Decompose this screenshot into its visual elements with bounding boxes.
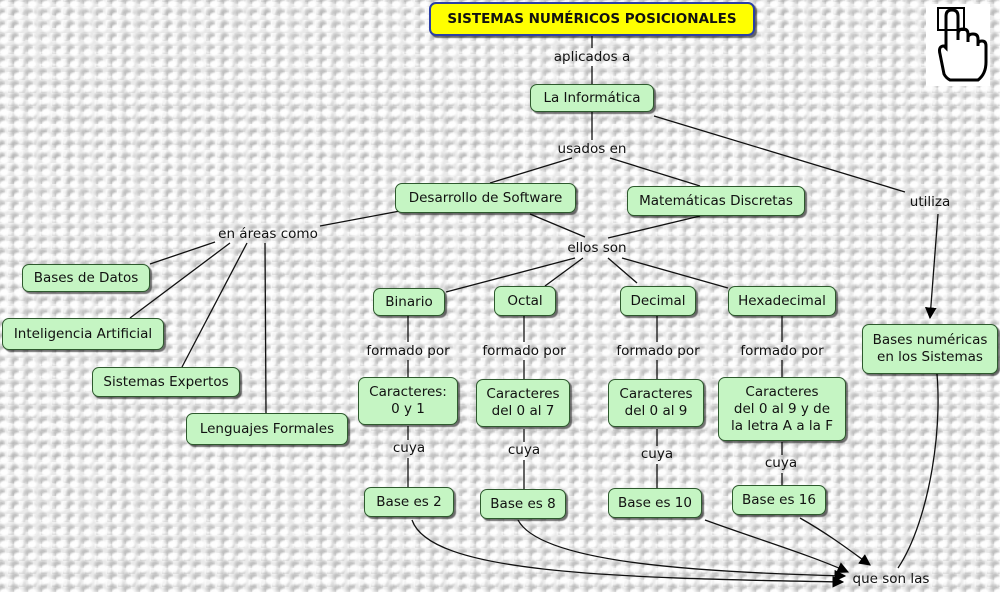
node-hexadecimal[interactable]: Hexadecimal	[728, 286, 836, 316]
link-formado-por-hexadecimal: formado por	[740, 343, 824, 359]
node-desarrollo-de-software[interactable]: Desarrollo de Software	[395, 183, 576, 213]
node-base-16[interactable]: Base es 16	[732, 485, 826, 515]
node-sistemas-expertos[interactable]: Sistemas Expertos	[92, 367, 240, 397]
link-usados-en: usados en	[557, 141, 627, 157]
node-base-10[interactable]: Base es 10	[608, 488, 702, 518]
link-cuya-decimal: cuya	[640, 446, 674, 462]
node-caracteres-hexadecimal[interactable]: Caracteres del 0 al 9 y de la letra A a …	[718, 377, 846, 441]
node-caracteres-octal[interactable]: Caracteres del 0 al 7	[476, 379, 570, 427]
map-title: SISTEMAS NUMÉRICOS POSICIONALES	[429, 2, 755, 36]
link-formado-por-decimal: formado por	[616, 343, 700, 359]
link-que-son-las: que son las	[852, 571, 930, 587]
node-matematicas-discretas[interactable]: Matemáticas Discretas	[627, 186, 805, 216]
node-octal[interactable]: Octal	[494, 286, 556, 316]
node-lenguajes-formales[interactable]: Lenguajes Formales	[186, 413, 348, 445]
link-formado-por-octal: formado por	[482, 343, 566, 359]
node-binario[interactable]: Binario	[373, 288, 445, 316]
link-utiliza: utiliza	[909, 194, 951, 210]
node-caracteres-decimal[interactable]: Caracteres del 0 al 9	[608, 379, 704, 427]
node-bases-de-datos[interactable]: Bases de Datos	[22, 264, 150, 292]
link-cuya-binario: cuya	[392, 440, 426, 456]
link-cuya-hexadecimal: cuya	[764, 455, 798, 471]
link-aplicados-a: aplicados a	[553, 49, 631, 65]
link-cuya-octal: cuya	[507, 442, 541, 458]
node-decimal[interactable]: Decimal	[620, 286, 696, 316]
node-bases-numericas[interactable]: Bases numéricas en los Sistemas	[862, 324, 998, 374]
node-base-8[interactable]: Base es 8	[480, 489, 566, 519]
pointing-hand-icon[interactable]	[926, 4, 990, 86]
node-base-2[interactable]: Base es 2	[364, 487, 454, 517]
link-en-areas-como: en áreas como	[218, 226, 318, 242]
link-ellos-son: ellos son	[567, 240, 627, 256]
node-la-informatica[interactable]: La Informática	[530, 84, 654, 112]
node-caracteres-binario[interactable]: Caracteres: 0 y 1	[358, 377, 458, 425]
link-formado-por-binario: formado por	[366, 343, 450, 359]
node-inteligencia-artificial[interactable]: Inteligencia Artificial	[2, 318, 164, 350]
